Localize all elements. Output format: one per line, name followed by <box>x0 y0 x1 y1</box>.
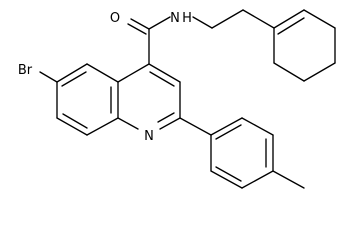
bond-aryl-c5-c6 <box>210 170 243 189</box>
bond-c4a-c5 <box>86 63 119 83</box>
bond-c4a-c4 <box>117 63 150 83</box>
bond-n-ch2a <box>192 16 213 29</box>
bond-aryl-c2-c3 <box>241 117 274 136</box>
bond-c8-c8a <box>86 117 119 136</box>
bond-ch2a-ch2b <box>211 9 244 29</box>
bond-ring-c1-c2 <box>273 9 305 29</box>
bond-c4-c3-inner <box>149 71 175 87</box>
bond-c2-n1 <box>159 117 181 130</box>
bond-ring-c5-c6 <box>273 62 305 82</box>
bond-ring-c2-c3 <box>303 9 336 29</box>
bond-carbonyl-o-double <box>127 23 147 35</box>
atom-labels: O N H Br N <box>18 11 192 144</box>
bonds <box>39 9 336 189</box>
bond-carbonyl-o <box>130 18 150 30</box>
bromine-label: Br <box>18 63 33 78</box>
molecule-structure: O N H Br N <box>18 9 336 189</box>
amide-hydrogen-label: H <box>182 11 192 26</box>
bond-aryl-c1-c2-inner <box>215 124 242 140</box>
bond-c5-c6-inner <box>61 71 87 87</box>
bond-aryl-c4-c5 <box>241 170 274 189</box>
bond-aryl-c1-c2 <box>210 117 243 136</box>
bond-c5-c6 <box>56 63 88 83</box>
bond-c4-c3 <box>148 63 181 83</box>
bond-carbonyl-n <box>148 16 171 30</box>
ring-nitrogen-label: N <box>144 129 154 144</box>
bond-ring-c4-c5 <box>303 62 336 82</box>
amide-nitrogen-label: N <box>170 11 180 26</box>
bond-n1-c8a <box>117 117 139 130</box>
bond-c6-br <box>39 71 58 83</box>
bond-ch2b-c1 <box>242 9 275 29</box>
bond-c7-c8-inner <box>62 113 88 129</box>
bond-aryl-methyl <box>272 170 305 189</box>
bond-c7-c8 <box>56 117 88 136</box>
bond-c2-n1-inner <box>157 112 175 123</box>
oxygen-label: O <box>110 11 120 26</box>
bond-aryl-c5-c6-inner <box>215 166 242 182</box>
bond-c2-aryl <box>179 117 212 136</box>
bond-ring-c1-c2-double <box>277 17 305 35</box>
